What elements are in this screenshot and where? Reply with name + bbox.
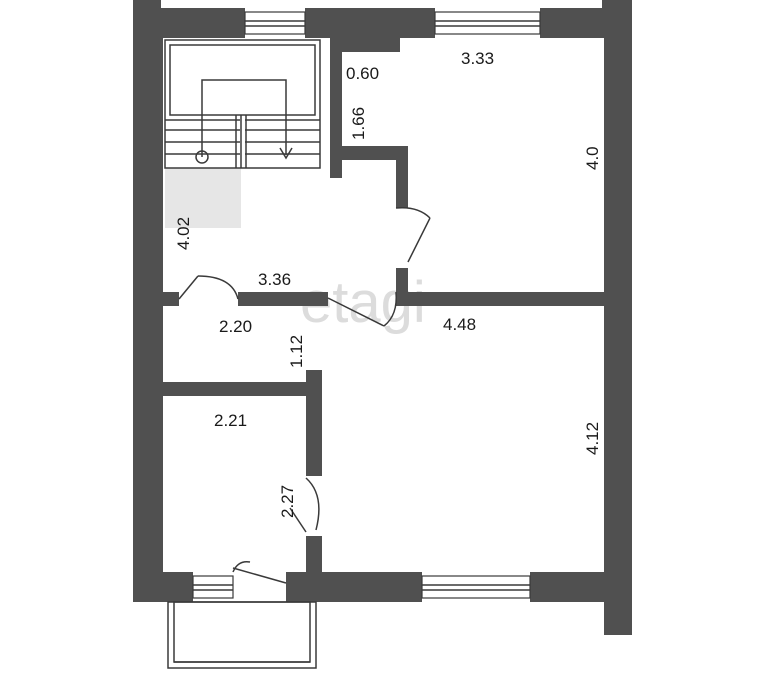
wall-bottom-left [133, 572, 193, 602]
wall-room-left-lower [396, 268, 408, 292]
door-left-room [289, 477, 320, 533]
dim-stair-length: 4.02 [174, 217, 193, 250]
dim-right-room-height: 4.0 [583, 146, 602, 170]
wall-bath-right [306, 370, 322, 476]
wall-top-mid [305, 8, 435, 38]
dim-bath-depth: 1.12 [287, 335, 306, 368]
balcony [167, 601, 317, 669]
wall-hall-mid-stub [238, 292, 328, 306]
wall-hall-left-stub [163, 292, 179, 306]
wall-room-divider [396, 292, 604, 306]
door-balcony [232, 560, 287, 584]
dim-closet-depth: 1.66 [349, 107, 368, 140]
door-room-upper [395, 206, 431, 263]
wall-bath-bottom [163, 382, 322, 396]
wall-stair-right [330, 38, 342, 178]
staircase [164, 39, 321, 169]
dim-hall-width: 3.36 [258, 270, 291, 289]
wall-bottom-right [530, 572, 632, 602]
door-hall-to-room [327, 291, 397, 327]
dim-bath-width: 2.20 [219, 317, 252, 336]
wall-room-left-upper [396, 146, 408, 208]
dim-top-small: 0.60 [346, 64, 379, 83]
wall-right [604, 8, 632, 635]
dim-bottom-left-width: 2.21 [214, 411, 247, 430]
stair-landing [165, 168, 241, 228]
wall-left-room-pier [306, 536, 322, 572]
window-bottom-right [421, 575, 531, 599]
dim-bottom-right-height: 4.12 [583, 422, 602, 455]
wall-left [133, 8, 163, 602]
wall-bottom-balcony-pier [286, 572, 320, 602]
dim-top-room-width: 3.33 [461, 49, 494, 68]
window-top-right [434, 11, 541, 35]
wall-bottom-mid [320, 572, 422, 602]
window-bottom-left [192, 575, 234, 599]
door-bath [178, 275, 239, 300]
dim-room-width-mid: 4.48 [443, 315, 476, 334]
window-top-left [244, 11, 306, 35]
wall-closet-top [342, 38, 400, 52]
dim-bottom-left-height: 2.27 [278, 485, 297, 518]
wall-closet-bottom [342, 146, 408, 160]
